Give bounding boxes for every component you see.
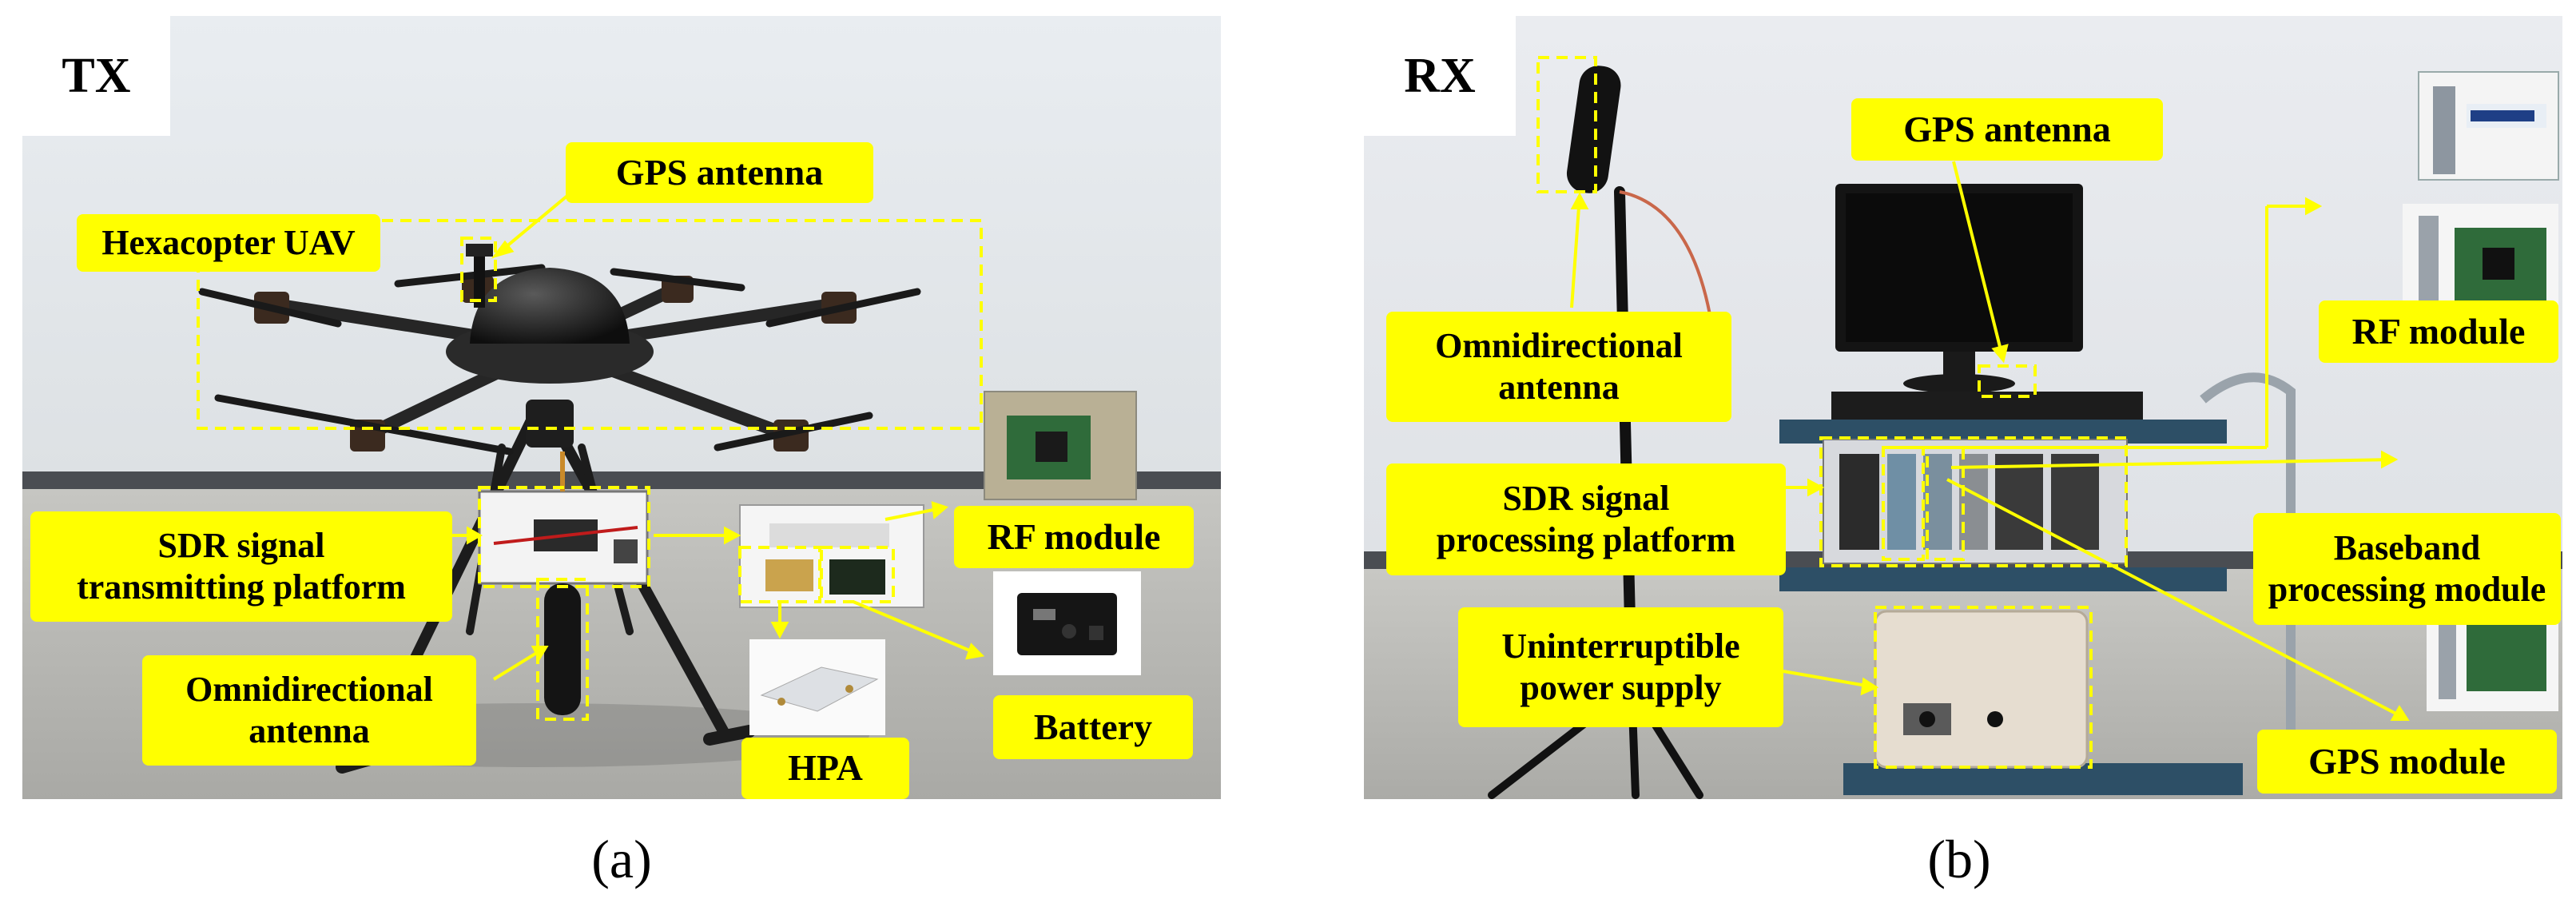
label-gps-antenna: GPS antenna — [566, 142, 873, 203]
pxi-chassis — [1823, 439, 2128, 564]
inset-rx-rf-module — [2418, 71, 2559, 181]
rx-callout-lines — [1570, 161, 2410, 721]
panel-title-rx: RX — [1364, 16, 1516, 136]
label-omnidirectional-antenna: Omnidirectional antenna — [142, 655, 476, 766]
tx-callout-lines — [438, 174, 985, 681]
ups-unit — [1874, 610, 2089, 769]
label-baseband-processing-module: Baseband processing module — [2253, 513, 2561, 625]
tx-dashed-boxes — [197, 219, 983, 721]
label-rx-rf-module: RF module — [2319, 300, 2558, 363]
photo-panel-rx: RX GPS antenna Omnidirectional antenna R… — [1364, 16, 2562, 799]
photo-panel-tx: TX GPS antenna Hexacopter UAV SDR signal… — [22, 16, 1221, 799]
sdr-tx-box — [478, 490, 649, 585]
inset-battery — [993, 571, 1141, 675]
label-battery: Battery — [993, 695, 1193, 759]
caption-b: (b) — [1927, 829, 1991, 889]
label-rx-gps-antenna: GPS antenna — [1851, 98, 2163, 161]
inset-tx-board — [739, 504, 924, 608]
label-rf-module: RF module — [954, 506, 1194, 568]
caption-a: (a) — [591, 829, 652, 889]
rx-omni-antenna-body — [1566, 66, 1621, 193]
label-hpa: HPA — [741, 738, 909, 799]
label-hexacopter-uav: Hexacopter UAV — [77, 214, 380, 272]
gps-mast — [474, 248, 485, 308]
label-sdr-processing-platform: SDR signal processing platform — [1386, 463, 1786, 575]
panel-title-tx: TX — [22, 16, 170, 136]
camera-gimbal — [526, 400, 574, 448]
uav-propellers — [198, 264, 921, 456]
inset-hpa — [749, 639, 885, 735]
tx-omni-antenna-body — [544, 583, 581, 715]
label-rx-omnidirectional-antenna: Omnidirectional antenna — [1386, 312, 1731, 422]
inset-rf-board — [984, 391, 1137, 500]
label-sdr-transmitting-platform: SDR signal transmitting platform — [30, 511, 452, 622]
monitor — [1835, 184, 2083, 393]
label-gps-module: GPS module — [2257, 730, 2557, 794]
label-uninterruptible-power-supply: Uninterruptible power supply — [1458, 607, 1783, 727]
uav-dome — [470, 268, 630, 344]
